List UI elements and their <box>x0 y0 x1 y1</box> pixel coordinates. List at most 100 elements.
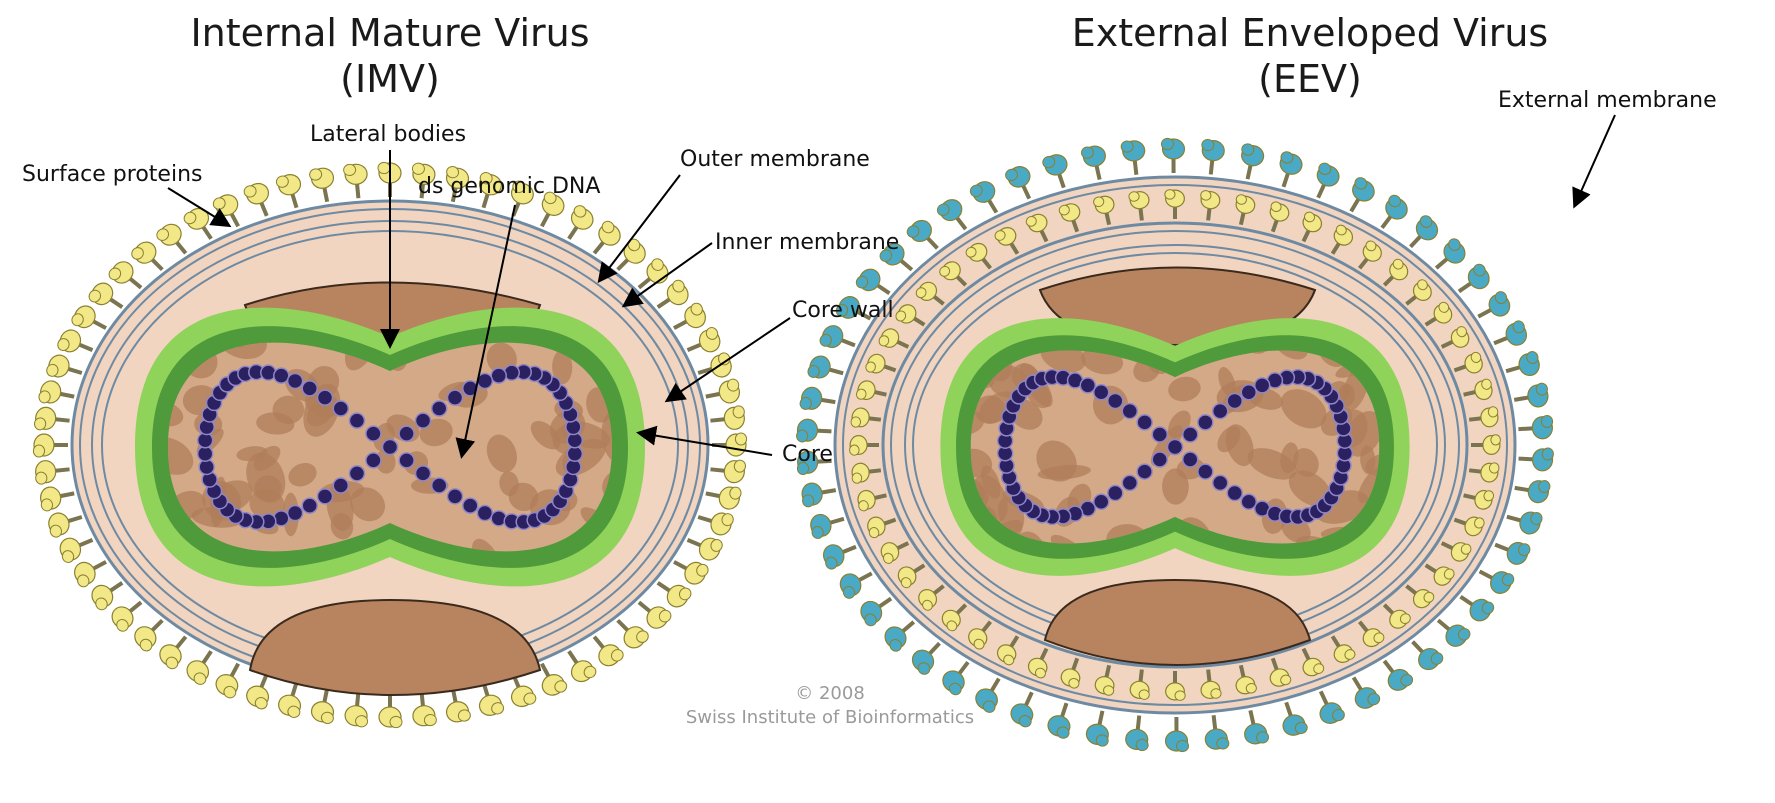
external-protein <box>1004 163 1039 204</box>
dna-bead <box>399 426 414 441</box>
dna-bead <box>366 453 381 468</box>
dna-bead <box>416 466 431 481</box>
copyright-year: © 2008 <box>650 682 1010 706</box>
eev-virion <box>796 138 1553 751</box>
dna-bead <box>491 368 506 383</box>
dna-bead <box>448 390 463 405</box>
external-protein <box>818 322 859 356</box>
external-protein <box>800 479 838 507</box>
dna-bead <box>432 478 447 493</box>
external-protein <box>799 386 837 414</box>
surface-protein <box>212 659 249 700</box>
dna-bead <box>302 498 317 513</box>
external-protein <box>1344 671 1382 713</box>
external-protein <box>1080 143 1110 182</box>
dna-bead <box>274 368 289 383</box>
external-protein <box>1165 717 1188 752</box>
eev-title-line1: External Enveloped Virus <box>1050 10 1570 56</box>
surface-protein <box>712 433 747 456</box>
dna-bead <box>1213 475 1228 490</box>
dna-bead <box>1152 452 1167 467</box>
surface-protein <box>344 691 370 728</box>
surface-protein <box>343 163 369 200</box>
dna-bead <box>349 413 364 428</box>
dna-bead <box>432 401 447 416</box>
surface-protein <box>704 482 742 511</box>
surface-protein <box>211 191 248 232</box>
dna-bead <box>317 390 332 405</box>
dna-bead <box>1241 385 1256 400</box>
external-protein <box>1007 688 1042 729</box>
dna-bead <box>1122 404 1137 419</box>
surface-protein <box>46 506 86 538</box>
surface-protein <box>709 405 746 431</box>
dna-bead <box>448 489 463 504</box>
external-protein <box>1474 561 1515 597</box>
external-protein <box>1121 139 1148 176</box>
dna-bead <box>366 426 381 441</box>
dna-bead <box>1152 427 1167 442</box>
external-protein <box>1504 505 1543 536</box>
dna-bead <box>399 453 414 468</box>
external-protein <box>807 354 846 385</box>
external-protein <box>1503 350 1543 382</box>
label-outer-membrane: Outer membrane <box>680 147 870 172</box>
surface-protein <box>560 645 598 687</box>
label-lateral-bodies: Lateral bodies <box>310 122 466 147</box>
external-protein <box>1490 319 1531 353</box>
dna-bead <box>1241 494 1256 509</box>
dna-bead <box>1213 404 1228 419</box>
external-protein <box>1513 476 1551 504</box>
surface-protein <box>709 457 746 483</box>
dna-bead <box>1183 427 1198 442</box>
external-protein <box>1236 143 1266 182</box>
external-protein <box>1125 714 1151 751</box>
surface-protein <box>183 645 221 687</box>
external-protein <box>820 537 861 571</box>
dna-bead <box>1255 378 1270 393</box>
copyright-notice: © 2008 Swiss Institute of Bioinformatics <box>650 682 1010 730</box>
dna-bead <box>1227 486 1242 501</box>
external-protein <box>836 564 877 601</box>
eev-title: External Enveloped Virus (EEV) <box>1050 10 1570 102</box>
surface-protein <box>38 483 76 512</box>
dna-bead <box>416 413 431 428</box>
label-core-wall: Core wall <box>792 298 894 323</box>
external-protein <box>1512 382 1550 410</box>
copyright-owner: Swiss Institute of Bioinformatics <box>650 706 1010 730</box>
dna-bead <box>333 478 348 493</box>
imv-title: Internal Mature Virus (IMV) <box>160 10 620 102</box>
dna-bead <box>1227 393 1242 408</box>
dna-bead <box>1122 475 1137 490</box>
dna-bead <box>1094 385 1109 400</box>
surface-protein <box>559 203 597 245</box>
surface-protein <box>34 406 71 432</box>
dna-bead <box>349 466 364 481</box>
dna-bead <box>288 506 303 521</box>
surface-protein <box>309 166 338 204</box>
imv-title-line2: (IMV) <box>160 56 620 102</box>
external-protein <box>935 195 974 236</box>
external-protein <box>1084 709 1114 748</box>
dna-bead <box>1108 486 1123 501</box>
external-protein <box>1518 415 1554 440</box>
dna-bead <box>1094 494 1109 509</box>
external-protein <box>1041 151 1074 191</box>
dna-bead <box>1198 464 1213 479</box>
external-protein <box>968 177 1006 219</box>
surface-protein <box>34 458 71 484</box>
label-ds-genomic-dna: ds genomic DNA <box>418 174 600 199</box>
external-protein <box>808 508 848 540</box>
label-external-membrane: External membrane <box>1498 88 1717 113</box>
label-core: Core <box>782 442 833 467</box>
surface-protein <box>275 171 307 211</box>
surface-protein <box>33 434 68 457</box>
external-protein <box>1372 193 1411 234</box>
external-protein <box>796 419 832 444</box>
surface-protein <box>182 204 220 246</box>
external-protein <box>1199 139 1225 176</box>
external-protein <box>1491 533 1532 567</box>
external-protein <box>1240 708 1270 747</box>
external-protein <box>1376 654 1415 695</box>
dna-bead <box>1137 415 1152 430</box>
